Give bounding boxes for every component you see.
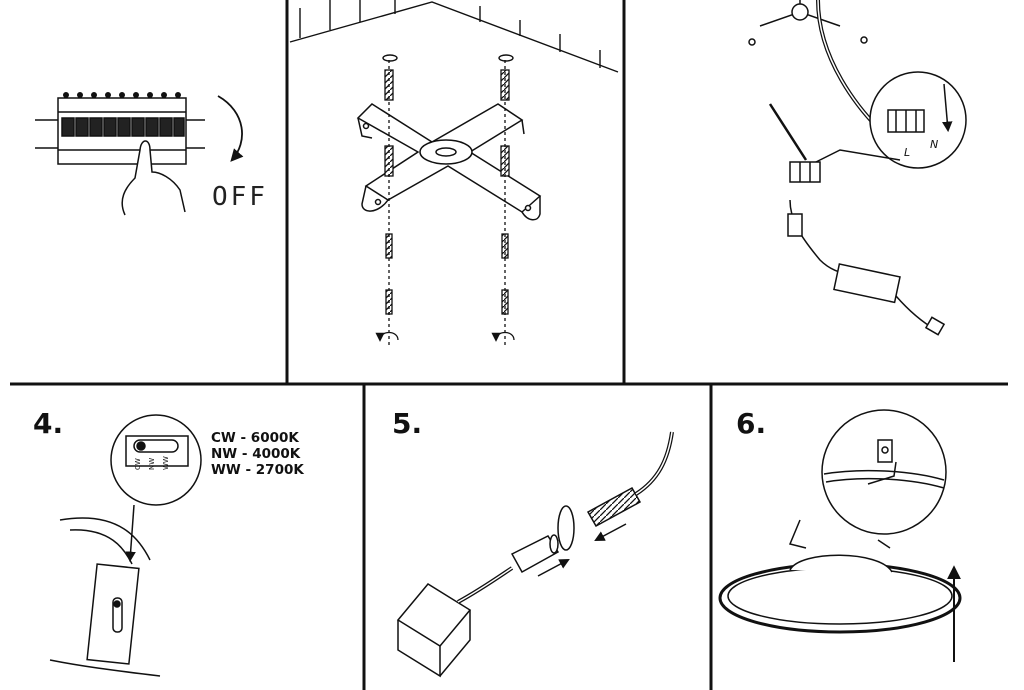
turn-off-arrow-icon: [217, 95, 244, 162]
step-4-number: 4.: [33, 407, 64, 440]
breaker-switches: [61, 117, 185, 137]
connector-illustration: [396, 431, 674, 678]
bracket-detail-magnifier: [821, 409, 947, 535]
panel-borders: [10, 0, 1008, 690]
switch-label-cw: CW: [134, 458, 142, 470]
panel-mounting-illustration: [718, 409, 962, 662]
step-5-number: 5.: [392, 407, 423, 440]
wiring-illustration: [748, 0, 967, 336]
temperature-nw: NW - 4000K: [211, 446, 301, 462]
color-temperature-list: CW - 6000K NW - 4000K WW - 2700K: [211, 430, 304, 478]
mounting-bracket: [356, 103, 542, 221]
terminal-label-l: L: [904, 146, 910, 159]
off-label: OFF: [212, 182, 268, 212]
breaker-panel-illustration: [35, 92, 205, 216]
temperature-ww: WW - 2700K: [211, 462, 304, 478]
terminal-label-n: N: [930, 138, 938, 151]
switch-label-nw: NW: [148, 458, 156, 470]
temperature-cw: CW - 6000K: [211, 430, 299, 446]
switch-label-ww: WW: [162, 456, 170, 470]
driver-switch-illustration: [49, 414, 202, 677]
wall-plugs-and-screws: [375, 60, 515, 345]
step-6-number: 6.: [736, 407, 767, 440]
ceiling-mounting-illustration: [289, 0, 619, 73]
